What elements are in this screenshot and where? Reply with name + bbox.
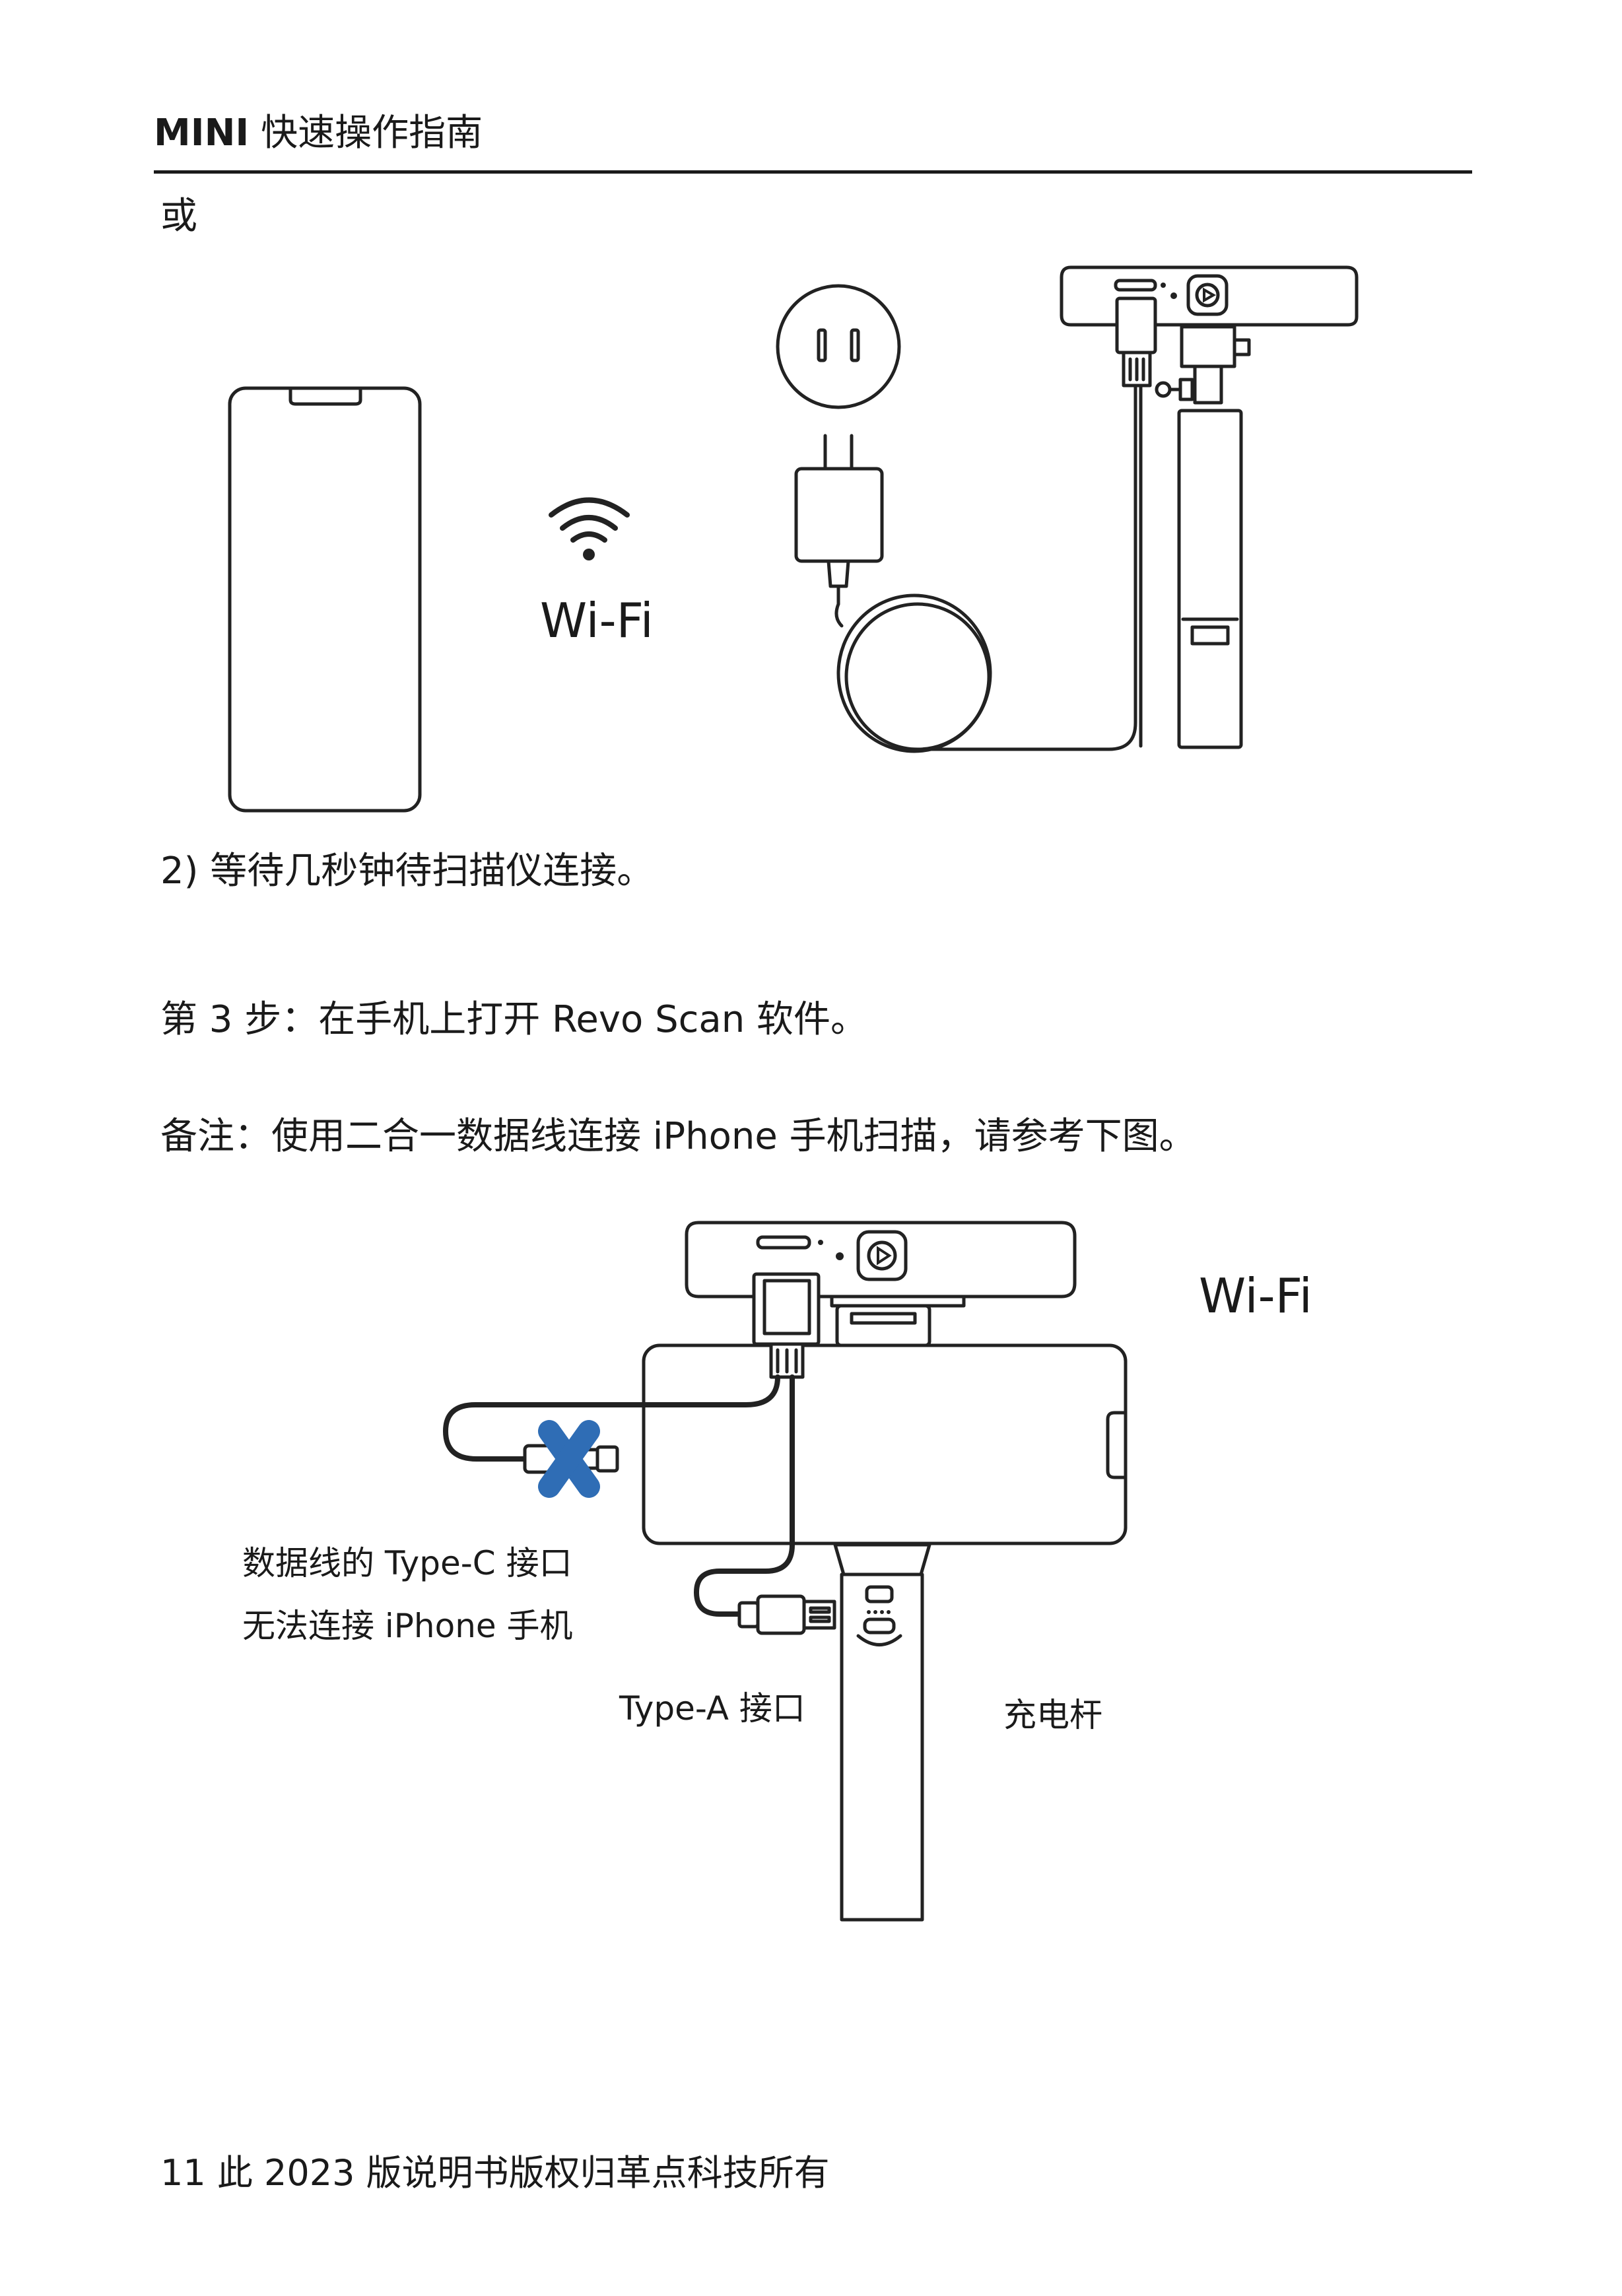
- wall-socket-drawing: [776, 284, 901, 409]
- charging-rod-drawing: [833, 1543, 931, 1922]
- blue-cross-icon: [538, 1420, 600, 1498]
- header-title: MINI 快速操作指南: [154, 107, 483, 160]
- typea-label: Type-A 接口: [619, 1689, 805, 1728]
- phone-drawing: [228, 386, 422, 813]
- step2-substep-text: 2) 等待几秒钟待扫描仪连接。: [160, 850, 654, 893]
- scanner-drawing: [1060, 265, 1359, 749]
- header-product: MINI: [154, 112, 250, 154]
- header-divider: [154, 170, 1472, 174]
- wifi-icon: [549, 497, 630, 560]
- cable-drawing: [834, 381, 1143, 753]
- note-text: 备注：使用二合一数据线连接 iPhone 手机扫描，请参考下图。: [160, 1115, 1196, 1158]
- typec-cable-drawing: [443, 1374, 780, 1474]
- charging-rod-label: 充电杆: [1003, 1696, 1102, 1734]
- header-guide-title: 快速操作指南: [261, 112, 483, 154]
- typea-cable-drawing: [694, 1374, 836, 1635]
- scanner2-drawing: [685, 1221, 1077, 1379]
- power-adapter-drawing: [794, 434, 884, 606]
- figure2-illustration: [443, 1221, 1128, 1922]
- typec-note-line1: 数据线的 Type-C 接口: [242, 1544, 572, 1582]
- footer-copyright: 11 此 2023 版说明书版权归革点科技所有: [160, 2152, 830, 2194]
- typec-note-line2: 无法连接 iPhone 手机: [242, 1607, 573, 1645]
- step3-text: 第 3 步：在手机上打开 Revo Scan 软件。: [160, 998, 868, 1041]
- figure1-wifi-label: Wi-Fi: [540, 593, 654, 648]
- phone-landscape-drawing: [642, 1343, 1128, 1545]
- figure1-illustration: [228, 265, 1359, 813]
- figure2-wifi-label: Wi-Fi: [1199, 1268, 1312, 1324]
- or-label: 或: [160, 195, 197, 238]
